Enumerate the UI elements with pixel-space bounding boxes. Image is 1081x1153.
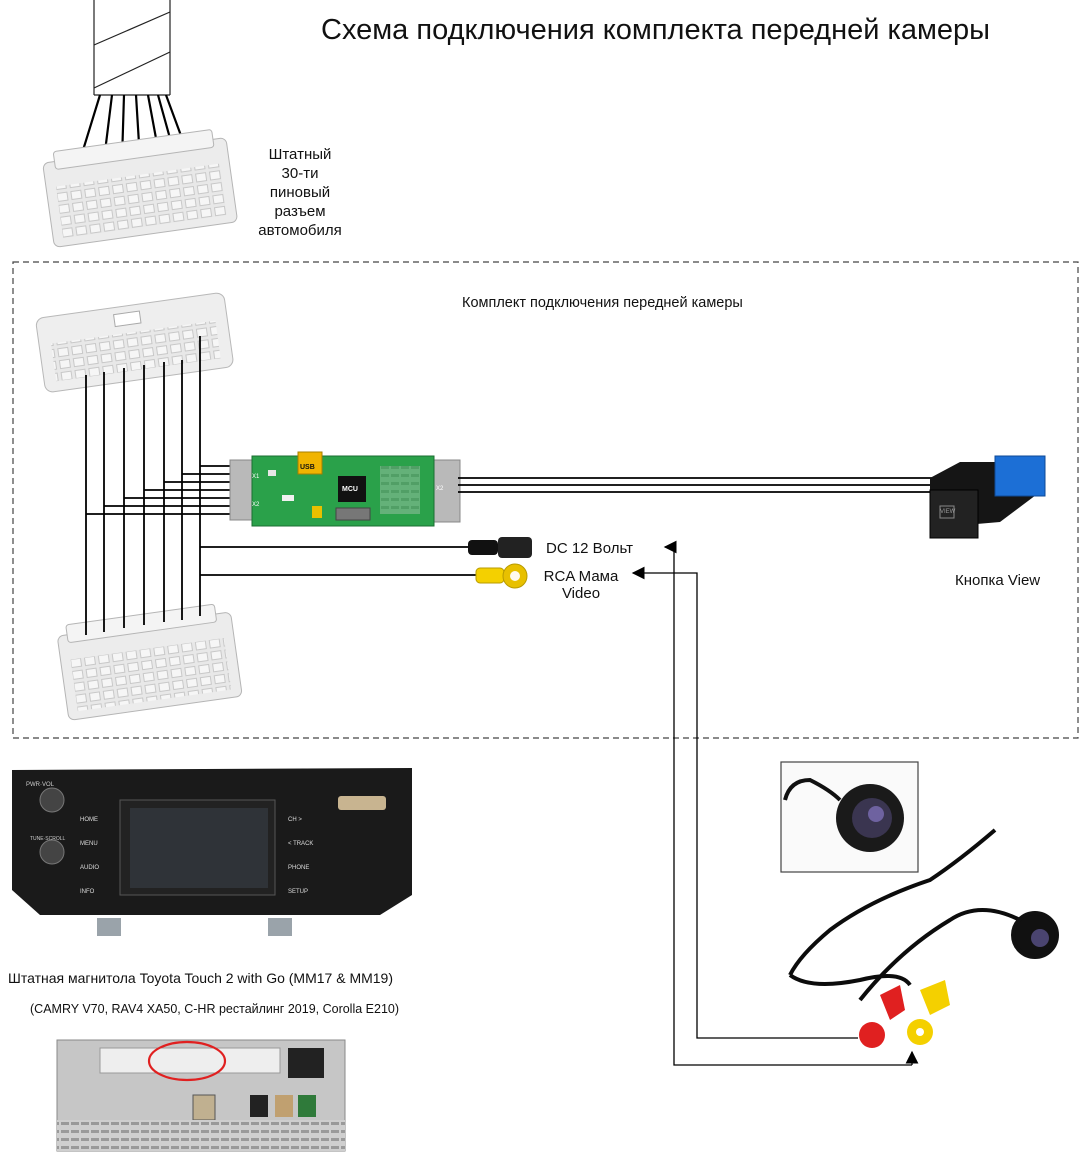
car-connector-label-line: разъем (274, 203, 326, 220)
head-unit-key: MENU (80, 841, 98, 847)
rca-label: RCA Мама Video (540, 568, 622, 602)
kit-connector-top (35, 292, 234, 393)
x2-left-label: X2 (252, 502, 260, 508)
diagram-title: Схема подключения комплекта передней кам… (321, 14, 990, 46)
car-connector-label-line: 30-ти (281, 165, 319, 182)
rca-female-connector (475, 563, 528, 589)
button-wires (458, 477, 935, 493)
head-unit-key: HOME (80, 817, 98, 823)
harness-wires (85, 336, 480, 635)
camera-feed-lines (631, 540, 919, 1066)
usb-label: USB (300, 464, 315, 471)
car-30pin-connector (42, 129, 238, 248)
head-unit-key: < TRACK (288, 841, 314, 847)
head-unit-rear (56, 1039, 346, 1152)
x2-right-label: X2 (436, 486, 444, 492)
usb-port (297, 451, 323, 475)
car-connector-label-line: автомобиля (258, 222, 342, 239)
car-wiring-loom (78, 0, 192, 161)
head-unit-right-keys: CH > < TRACK PHONE SETUP (288, 808, 313, 904)
head-unit-tune-label: TUNE·SCROLL (30, 836, 66, 842)
head-unit-key: SETUP (288, 889, 309, 895)
radio-models: (CAMRY V70, RAV4 XA50, C-HR рестайлинг 2… (30, 1002, 400, 1016)
head-unit-key: PHONE (288, 865, 310, 871)
camera-closeup (780, 761, 919, 873)
car-connector-label-line: пиновый (269, 184, 331, 201)
mcu-label: MCU (342, 486, 358, 493)
kit-connector-bottom (57, 603, 243, 721)
kit-boundary (12, 261, 1079, 739)
car-connector-label: Штатный 30-ти пиновый разъем автомобиля (250, 145, 350, 240)
connector-highlight (147, 1040, 227, 1082)
rca-plugs (859, 980, 950, 1048)
car-connector-label-line: Штатный (268, 146, 332, 163)
dc-12v-label: DC 12 Вольт (546, 540, 633, 557)
button-face-label: VIEW (940, 509, 956, 515)
camera-with-cable (788, 828, 1059, 1002)
head-unit-key: CH > (288, 817, 302, 823)
mcu-chip (338, 476, 366, 502)
head-unit-left-keys: HOME MENU AUDIO INFO (80, 808, 99, 904)
head-unit-key: INFO (80, 889, 95, 895)
x1-label: X1 (252, 474, 260, 480)
interface-module (229, 451, 461, 527)
dc-power-plug (468, 537, 532, 558)
head-unit-top-left-label: PWR·VOL (26, 782, 55, 788)
rca-label-line: Video (561, 585, 601, 602)
rca-label-line: RCA Мама (543, 568, 619, 585)
view-button-label: Кнопка View (955, 572, 1041, 589)
kit-label: Комплект подключения передней камеры (462, 295, 743, 311)
head-unit-key: AUDIO (80, 865, 100, 871)
head-unit-front (12, 768, 412, 936)
view-button (929, 455, 1046, 539)
radio-caption: Штатная магнитола Toyota Touch 2 with Go… (8, 970, 394, 986)
